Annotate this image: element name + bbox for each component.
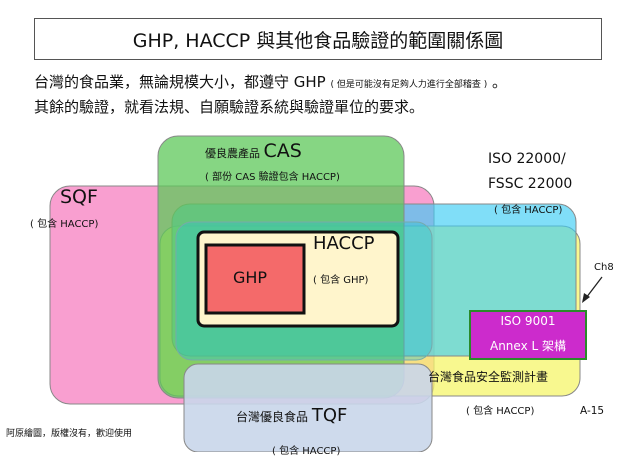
intro-line-2: 其餘的驗證，就看法規、自願驗證系統與驗證單位的要求。 [34,98,425,116]
intro-line-1: 台灣的食品業，無論規模大小，都遵守 GHP ( 但是可能沒有足夠人力進行全部稽查… [34,71,507,92]
callout-arrow-head [582,293,590,303]
tqf-note: ( 包含 HACCP) [272,446,341,457]
tqf-region [183,363,433,452]
haccp-note: ( 包含 GHP) [313,275,369,286]
monitoring-note: ( 包含 HACCP) [466,406,535,417]
ghp-box [204,243,306,315]
intro-line-1-main: 台灣的食品業，無論規模大小，都遵守 GHP [34,73,326,91]
credit-text: 阿原繪圖，版權沒有，歡迎使用 [6,429,133,439]
cas-prefix: 優良農產品 [205,147,260,160]
tqf-name: TQF [311,405,348,426]
iso9001-box [469,310,587,360]
cas-name: CAS [263,140,302,162]
iso22000-note: ( 包含 HACCP) [494,205,563,216]
diagram-title-text: GHP, HACCP 與其他食品驗證的範圍關係圖 [132,29,504,52]
sqf-name: SQF [60,186,98,208]
monitoring-name: 台灣食品安全監測計畫 [428,370,549,384]
cas-note: ( 部份 CAS 驗證包含 HACCP) [205,172,340,183]
callout-arrow-line [585,276,603,299]
haccp-name: HACCP [313,233,375,254]
tqf-label: 台灣優良食品 TQF [236,405,347,426]
ghp-name: GHP [233,268,268,287]
tqf-prefix: 台灣優良食品 [236,410,309,424]
iso9001-line2: Annex L 架構 [489,339,566,353]
intro-line-1-note: ( 但是可能沒有足夠人力進行全部稽查 ) [330,80,488,90]
diagram-title: GHP, HACCP 與其他食品驗證的範圍關係圖 [34,18,602,60]
iso9001-line1: ISO 9001 [500,314,556,328]
callout-label: Ch8 [594,262,614,273]
iso22000-name-line1: ISO 22000/ [488,151,566,167]
page-id: A-15 [580,405,605,417]
intro-line-1-end: 。 [492,73,508,91]
sqf-note: ( 包含 HACCP) [30,219,99,230]
iso22000-name-line2: FSSC 22000 [488,176,573,192]
cas-label: 優良農產品 CAS [205,140,302,162]
